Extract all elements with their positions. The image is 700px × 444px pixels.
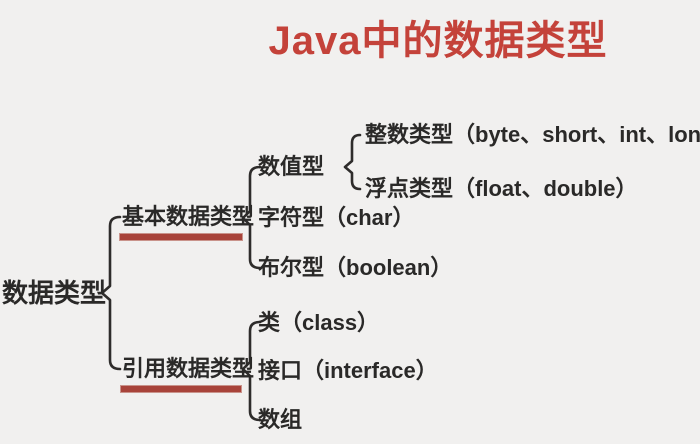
node-class-type: 类（class） [258, 310, 380, 335]
node-reference-types: 引用数据类型 [122, 356, 255, 381]
brace-primitive-children [241, 165, 262, 270]
node-data-type-root: 数据类型 [2, 278, 107, 308]
diagram-title: Java中的数据类型 [268, 19, 608, 63]
node-char-type: 字符型（char） [258, 205, 415, 230]
brace-numeric-children [343, 133, 362, 191]
node-boolean-type: 布尔型（boolean） [258, 255, 453, 280]
node-integer-types: 整数类型（byte、short、int、long） [365, 122, 700, 147]
node-array-type: 数组 [258, 407, 303, 432]
underline-reference-types [120, 385, 242, 393]
underline-primitive-types [119, 233, 243, 241]
node-primitive-types: 基本数据类型 [122, 204, 255, 229]
node-numeric-type: 数值型 [258, 154, 325, 179]
brace-root [100, 215, 122, 371]
node-float-types: 浮点类型（float、double） [365, 176, 638, 201]
brace-reference-children [241, 320, 262, 422]
node-interface-type: 接口（interface） [258, 358, 438, 383]
